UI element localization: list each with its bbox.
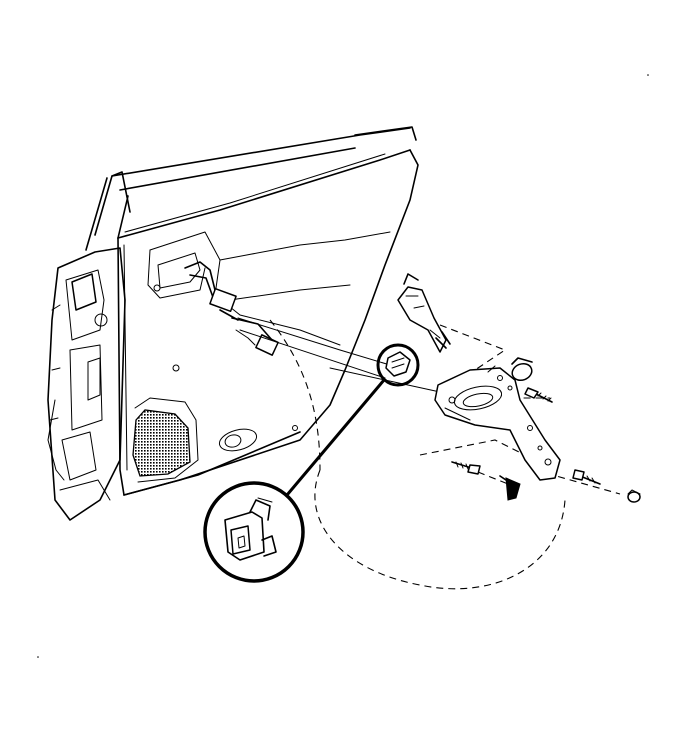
rear-door-trim-panel xyxy=(117,149,419,496)
door-handle-bezel-bracket xyxy=(434,357,561,481)
wiring-harness-connector xyxy=(184,261,279,356)
callout-leader-line xyxy=(285,379,386,496)
trim-panel-retainer-clip xyxy=(397,273,451,353)
door-speaker-grille xyxy=(132,409,191,477)
mounting-screw-3 xyxy=(572,469,601,485)
connector-location-marker xyxy=(376,343,420,387)
screw-cover-cap xyxy=(627,489,641,503)
mounting-screw-2 xyxy=(451,461,481,475)
door-frame xyxy=(47,126,417,521)
push-pin-retainer xyxy=(499,475,521,501)
mounting-screw-1 xyxy=(524,387,553,403)
connector-detail-callout xyxy=(203,481,305,583)
